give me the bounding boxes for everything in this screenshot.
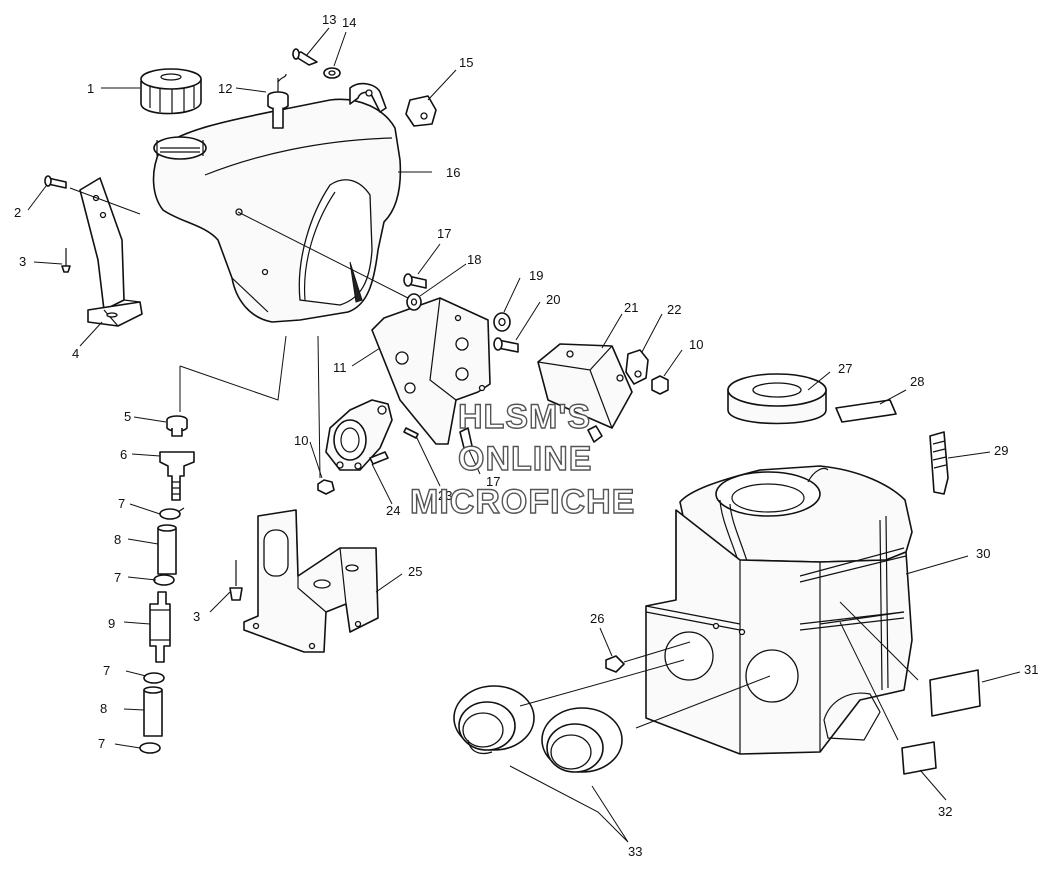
callout-23: 23 bbox=[438, 488, 452, 503]
callout-7-d: 7 bbox=[98, 736, 105, 751]
callout-13: 13 bbox=[322, 12, 336, 27]
watermark-line-1: HLSM'S bbox=[458, 398, 591, 436]
clamp-7-c bbox=[143, 672, 165, 684]
callout-6: 6 bbox=[120, 447, 127, 462]
callout-labels: 1 2 3 4 5 6 7 8 7 9 7 8 7 3 10 10 11 12 … bbox=[14, 12, 1038, 859]
callout-19: 19 bbox=[529, 268, 543, 283]
callout-29: 29 bbox=[994, 443, 1008, 458]
decal-31 bbox=[929, 669, 981, 717]
filler-neck bbox=[153, 136, 207, 160]
pin-3-lower bbox=[229, 560, 243, 601]
callout-27: 27 bbox=[838, 361, 852, 376]
airbox-lid bbox=[679, 465, 913, 615]
callout-7-a: 7 bbox=[118, 496, 125, 511]
spacer-19 bbox=[493, 312, 511, 332]
spacer-18 bbox=[406, 293, 422, 311]
bolt-17-upper bbox=[403, 273, 427, 289]
callout-9: 9 bbox=[108, 616, 115, 631]
callout-8-b: 8 bbox=[100, 701, 107, 716]
decal-28 bbox=[835, 399, 897, 423]
pin-3-upper bbox=[61, 248, 71, 273]
callout-7-c: 7 bbox=[103, 663, 110, 678]
callout-22: 22 bbox=[667, 302, 681, 317]
clip-22 bbox=[625, 349, 649, 385]
intake-boot-left bbox=[453, 685, 535, 755]
callout-30: 30 bbox=[976, 546, 990, 561]
callout-16: 16 bbox=[446, 165, 460, 180]
callout-28: 28 bbox=[910, 374, 924, 389]
callout-12: 12 bbox=[218, 81, 232, 96]
bolt-17-lower bbox=[459, 427, 473, 449]
fuel-cap bbox=[140, 68, 202, 115]
callout-17-upper: 17 bbox=[437, 226, 451, 241]
fitting-6 bbox=[159, 451, 195, 501]
callout-32: 32 bbox=[938, 804, 952, 819]
fuel-tank bbox=[152, 98, 402, 323]
fuel-filter-9 bbox=[149, 591, 171, 663]
hose-8-a bbox=[157, 524, 177, 575]
callout-3-upper: 3 bbox=[19, 254, 26, 269]
watermark-line-2: ONLINE bbox=[458, 440, 592, 478]
callout-10-upper: 10 bbox=[689, 337, 703, 352]
callout-31: 31 bbox=[1024, 662, 1038, 677]
clamp-7-a bbox=[159, 507, 185, 520]
callout-25: 25 bbox=[408, 564, 422, 579]
callout-15: 15 bbox=[459, 55, 473, 70]
nut-10-lower bbox=[317, 479, 335, 495]
callout-17-lower: 17 bbox=[486, 474, 500, 489]
callout-8-a: 8 bbox=[114, 532, 121, 547]
callout-3-lower: 3 bbox=[193, 609, 200, 624]
decal-32 bbox=[901, 741, 937, 775]
callout-20: 20 bbox=[546, 292, 560, 307]
vent-fitting bbox=[267, 73, 289, 129]
tank-strap bbox=[292, 48, 437, 127]
module-box bbox=[537, 343, 633, 443]
callout-4: 4 bbox=[72, 346, 79, 361]
tank-support-bracket bbox=[79, 177, 143, 327]
bolt-2 bbox=[44, 175, 67, 189]
callout-18: 18 bbox=[467, 252, 481, 267]
foam-ring bbox=[727, 373, 827, 425]
clip-29 bbox=[929, 431, 949, 495]
callout-10-lower: 10 bbox=[294, 433, 308, 448]
fuel-pump bbox=[325, 399, 393, 471]
callout-11: 11 bbox=[333, 360, 347, 375]
pump-mount-bracket bbox=[243, 509, 379, 653]
callout-5: 5 bbox=[124, 409, 131, 424]
watermark: HLSM'S ONLINE MICROFICHE bbox=[409, 397, 635, 521]
intake-boot-right bbox=[541, 707, 623, 773]
bolt-20 bbox=[493, 337, 519, 353]
airbox-body bbox=[645, 509, 913, 755]
watermark-line-3: MICROFICHE bbox=[410, 483, 635, 521]
callout-24: 24 bbox=[386, 503, 400, 518]
hose-8-b bbox=[143, 686, 163, 737]
callout-7-b: 7 bbox=[114, 570, 121, 585]
callout-33: 33 bbox=[628, 844, 642, 859]
callout-14: 14 bbox=[342, 15, 356, 30]
nut-10-upper bbox=[651, 375, 669, 395]
callout-21: 21 bbox=[624, 300, 638, 315]
callout-1: 1 bbox=[87, 81, 94, 96]
clamp-7-d bbox=[139, 742, 161, 754]
fitting-26 bbox=[605, 655, 625, 673]
callout-26: 26 bbox=[590, 611, 604, 626]
screw-23 bbox=[403, 427, 419, 439]
fitting-5 bbox=[166, 415, 188, 437]
callout-2: 2 bbox=[14, 205, 21, 220]
clamp-7-b bbox=[153, 574, 175, 586]
leader-lines bbox=[27, 27, 1021, 843]
